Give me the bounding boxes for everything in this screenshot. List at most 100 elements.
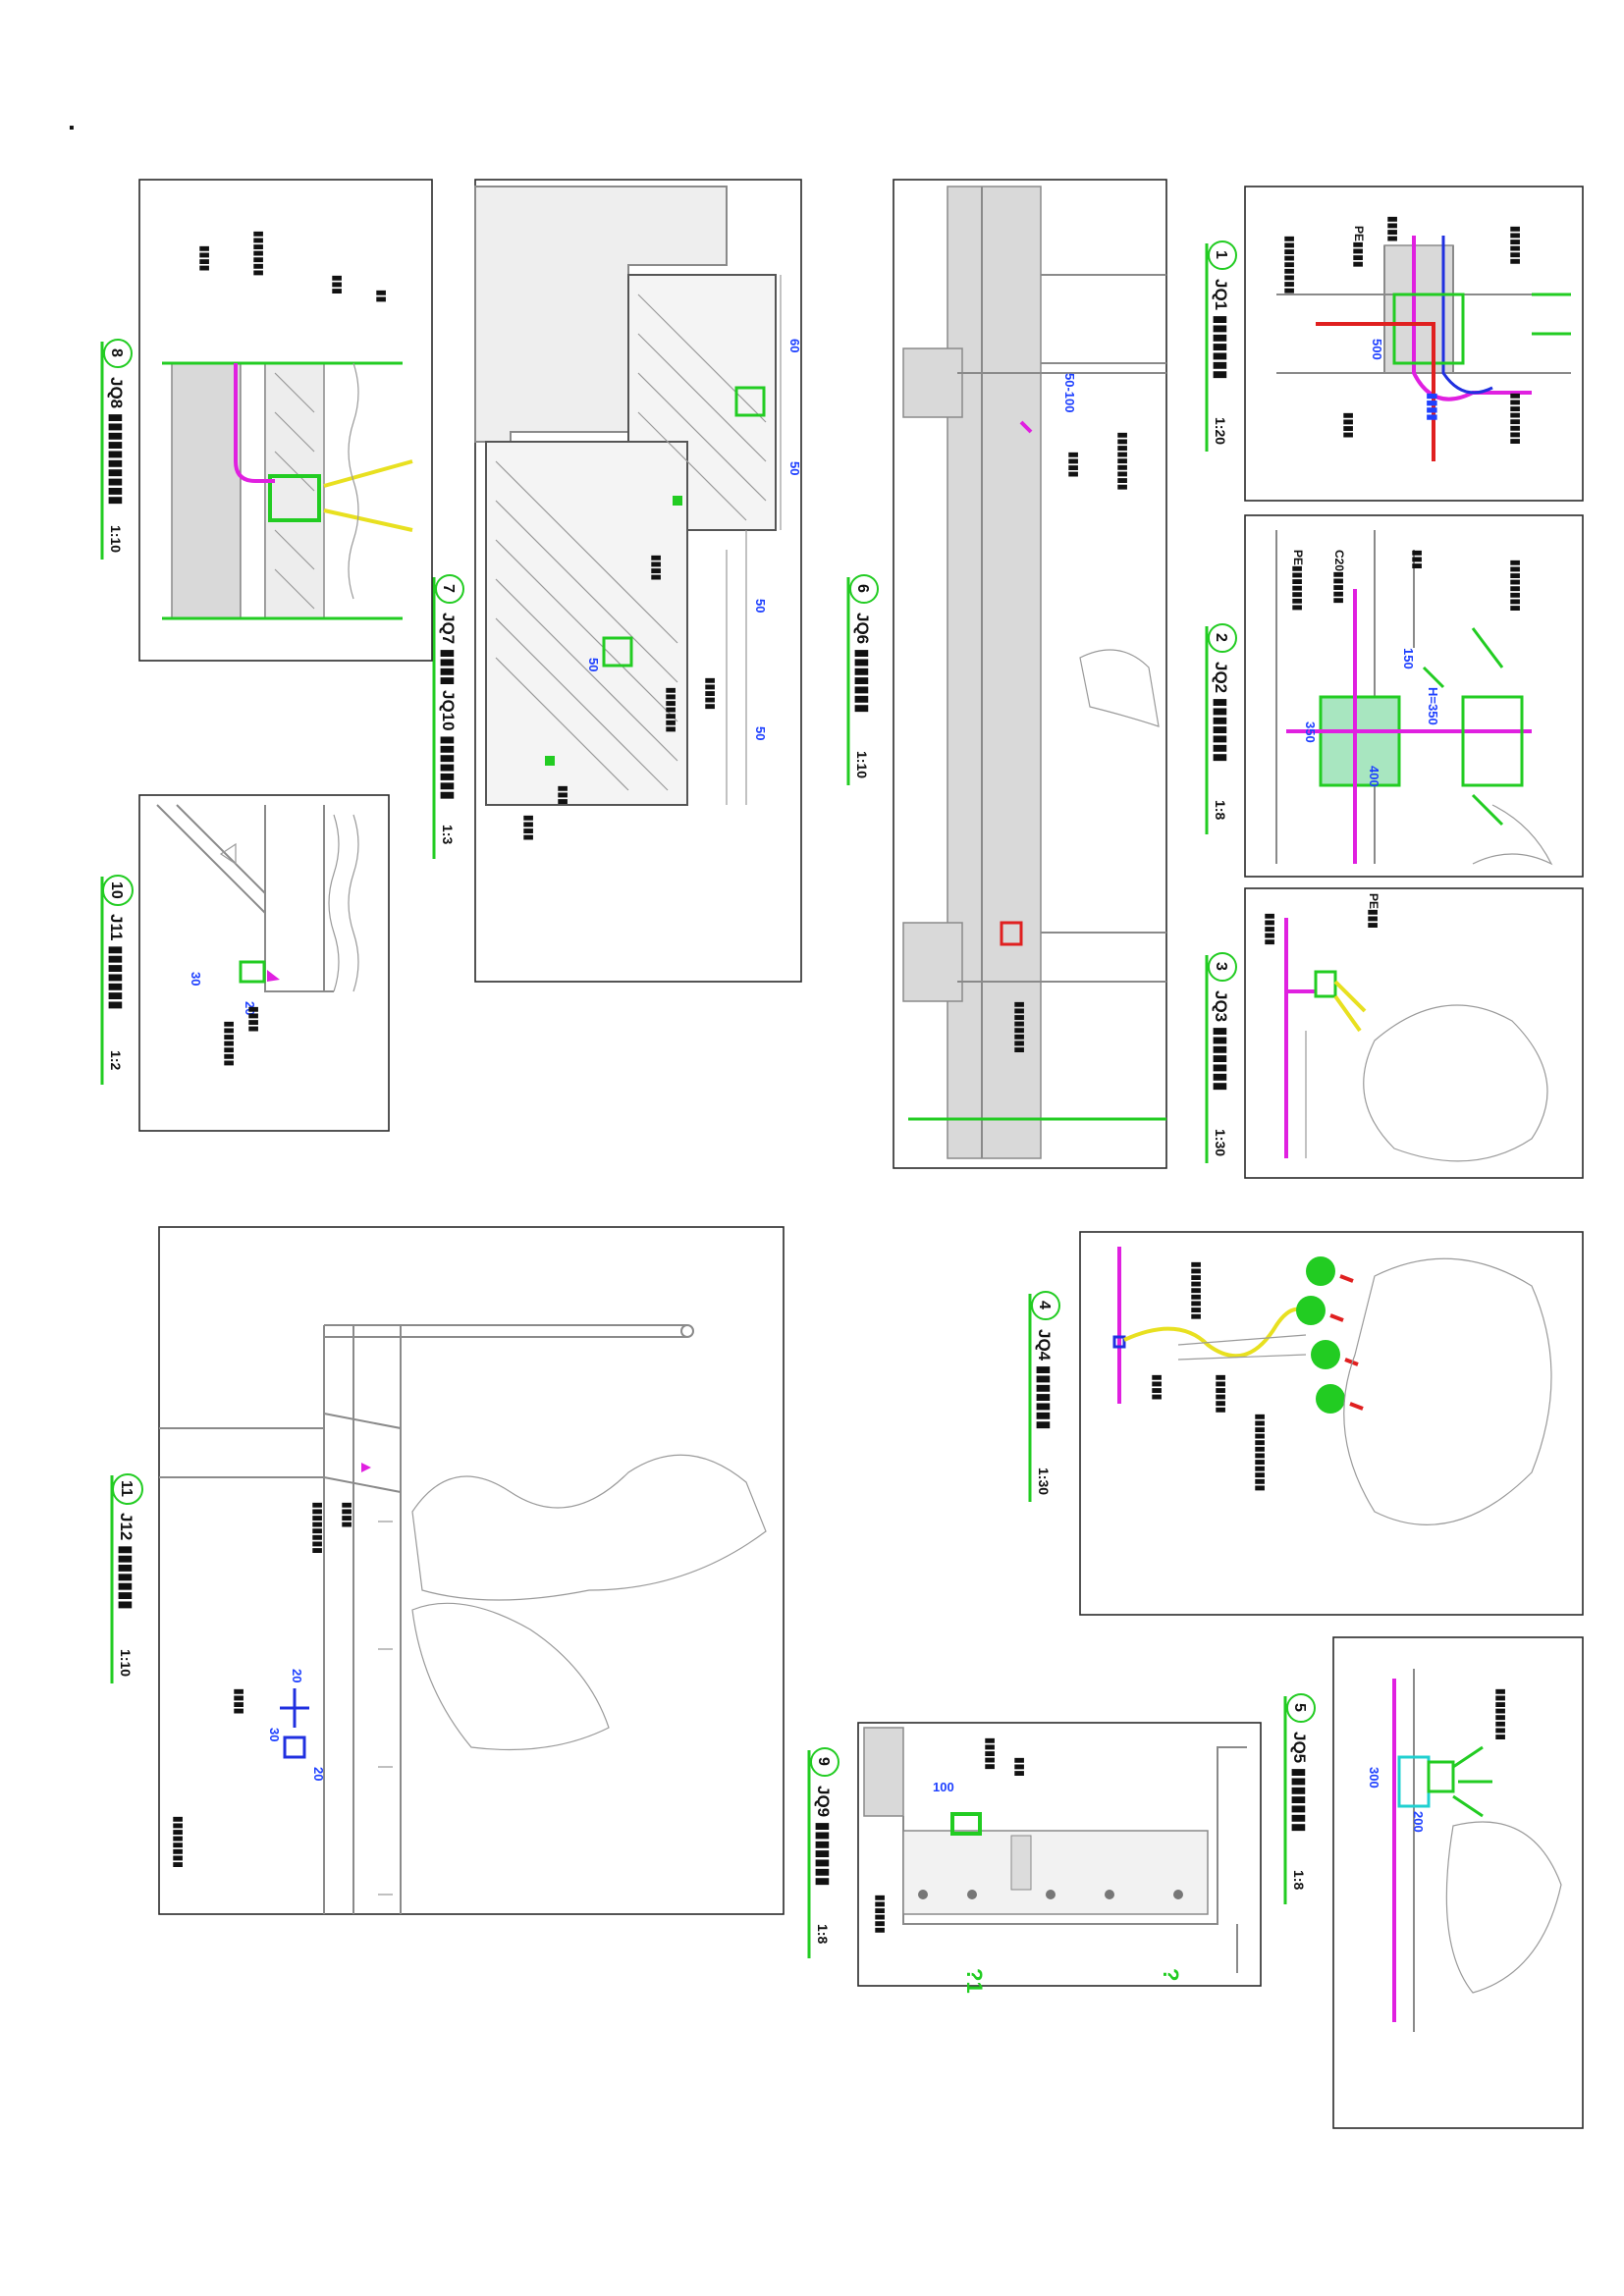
detail-11-dim-3: 20 [311,1767,326,1781]
detail-7-number-circle [435,574,464,604]
detail-5: 300 200 ▮▮▮▮▮▮▮▮ 5 JQ5 ▮▮▮▮▮▮▮ 1:8 [1283,1636,1584,2129]
detail-9-scale: 1:8 [815,1924,831,1944]
detail-2-label-1: PE▮▮▮▮▮▮▮ [1291,550,1305,611]
detail-10-title: J11 ▮▮▮▮▮▮▮ [107,914,126,1010]
detail-7-fixture-2 [602,636,633,667]
detail-8-label-4: ▮▮ [375,290,389,302]
detail-2-label-3: ▮▮▮ [1411,550,1425,569]
detail-8-wave [348,362,359,600]
detail-6-light-fitting [1000,921,1023,946]
detail-4-lamp-1 [1306,1256,1335,1286]
detail-6-title-block: 6 JQ6 ▮▮▮▮▮▮▮ 1:10 [846,574,879,785]
detail-9-bolt-3 [1046,1890,1056,1899]
detail-1-cable [1441,236,1493,395]
detail-3-frame [1244,887,1584,1179]
detail-11-figure-1 [411,1454,767,1601]
detail-4-light-string [1123,1307,1318,1359]
detail-1-dim-1: 500 [1370,339,1384,360]
detail-4-label-1: ▮▮▮▮▮▮▮▮▮ [1190,1261,1204,1319]
detail-11-number: 11 [118,1480,135,1497]
detail-1-label-1: ▮▮▮▮▮▮▮▮▮ [1283,236,1297,294]
detail-11-label-2: ▮▮▮▮ [341,1502,354,1527]
detail-9-label-1: ▮▮▮▮▮ [984,1737,998,1770]
detail-5-title: JQ5 ▮▮▮▮▮▮▮ [1290,1732,1309,1832]
detail-6-footing-bottom [902,922,963,1002]
detail-7-number: 7 [440,584,457,593]
detail-10-fixture [239,960,266,984]
detail-7-label-2: ▮▮▮▮▮ [704,677,718,710]
detail-8-scale: 1:10 [108,525,124,553]
detail-8-number-circle [103,339,133,368]
detail-11-dim-glyph [280,1688,309,1759]
detail-11-label-1: ▮▮▮▮▮▮▮▮ [311,1502,325,1554]
detail-6-scale: 1:10 [854,751,870,778]
detail-7-dim-3: 50 [753,599,768,613]
detail-1-dim-2: ▮▮▮▮ [1426,393,1440,421]
detail-2-title-block: 2 JQ2 ▮▮▮▮▮▮▮ 1:8 [1205,623,1237,834]
detail-10-title-block: 10 J11 ▮▮▮▮▮▮▮ 1:2 [100,875,134,1085]
detail-3-number: 3 [1213,962,1229,971]
detail-6-label-2: ▮▮▮▮ [1067,452,1081,477]
detail-5-frame [1332,1636,1584,2129]
detail-4-label-3: ▮▮▮▮▮▮▮▮▮▮▮▮ [1254,1414,1268,1491]
detail-2-title: JQ2 ▮▮▮▮▮▮▮ [1212,662,1230,762]
detail-1-label-6: ▮▮▮▮ [1342,412,1356,438]
detail-6-label-1: ▮▮▮▮▮▮▮▮▮ [1116,432,1130,490]
detail-6: 50-100 ▮▮▮▮▮▮▮▮▮ ▮▮▮▮ ▮▮▮▮▮▮▮▮ 6 JQ6 ▮▮▮… [846,179,1167,1169]
detail-7-fixture-3 [673,496,682,506]
detail-11-title-block: 11 J12 ▮▮▮▮▮▮▮ 1:10 [110,1473,143,1683]
detail-8-title: JQ8 ▮▮▮▮▮▮▮▮▮▮ [107,377,126,505]
detail-11-beam [323,1413,402,1494]
detail-1-number: 1 [1213,250,1229,259]
detail-11-dim-1: 20 [290,1669,304,1682]
detail-10-dim-1: 30 [189,972,203,986]
detail-10-label-2: ▮▮▮▮▮▮▮ [223,1021,237,1066]
detail-1-label-5: ▮▮▮▮▮▮▮▮ [1509,393,1523,445]
detail-7: 60 50 50 50 50 ▮▮▮▮ ▮▮▮▮▮ ▮▮▮▮▮▮▮ ▮▮▮▮ ▮… [432,179,802,983]
detail-5-label-1: ▮▮▮▮▮▮▮▮ [1494,1688,1508,1740]
detail-8: ▮▮▮▮ ▮▮▮▮▮▮▮ ▮▮▮ ▮▮ 8 JQ8 ▮▮▮▮▮▮▮▮▮▮ 1:1… [100,179,433,662]
detail-9-bracket [1010,1835,1032,1891]
detail-9-bolt-4 [1105,1890,1114,1899]
detail-1-label-3: ▮▮▮▮ [1386,216,1400,241]
detail-5-number: 5 [1291,1703,1308,1712]
detail-1-ticks [1532,293,1571,336]
detail-6-number-circle [849,574,879,604]
detail-8-structure [264,362,325,619]
detail-7-dim-5: 50 [586,658,601,671]
detail-4-lamp-marks [1329,1274,1364,1411]
detail-11-supports [378,1521,393,1896]
detail-6-lines [957,187,1166,1158]
detail-3-title: JQ3 ▮▮▮▮▮▮▮ [1212,990,1230,1091]
detail-10-lines [156,804,334,992]
detail-2-number-circle [1208,623,1237,653]
detail-1-label-4: ▮▮▮▮▮▮ [1509,226,1523,265]
detail-4-title: JQ4 ▮▮▮▮▮▮▮ [1035,1329,1054,1429]
detail-6-conduit [1019,420,1033,434]
detail-1-title-block: 1 JQ1 ▮▮▮▮▮▮▮ 1:20 [1205,240,1237,452]
detail-7-label-4: ▮▮▮▮ [522,815,536,840]
detail-7-label-3: ▮▮▮▮▮▮▮ [665,687,678,732]
detail-7-scale: 1:3 [440,825,456,844]
detail-9-title-block: 9 JQ9 ▮▮▮▮▮▮▮ 1:8 [807,1747,839,1958]
detail-2-label-2: C20▮▮▮▮▮ [1332,550,1346,604]
detail-11-anchor [680,1324,694,1338]
detail-2-number: 2 [1213,633,1229,642]
detail-5-lamp-head [1427,1760,1455,1793]
detail-2-rays [1422,627,1504,827]
detail-4-scale: 1:30 [1036,1468,1052,1495]
detail-1-number-circle [1208,240,1237,270]
detail-8-beam [323,459,413,532]
detail-4-frame [1079,1231,1584,1616]
detail-6-gravel-layer [947,186,1042,1159]
detail-7-fixture-1 [734,386,766,417]
detail-2-dim-4: 150 [1401,648,1416,669]
detail-2-scale: 1:8 [1213,800,1228,820]
detail-3-number-circle [1208,952,1237,982]
detail-7-title: JQ7 ▮▮▮▮ JQ10 ▮▮▮▮▮▮▮ [439,613,458,800]
detail-5-rays [1452,1745,1492,1818]
detail-7-dim-1: 60 [787,339,802,352]
detail-5-scale: 1:8 [1291,1870,1307,1890]
detail-3-beam [1333,980,1367,1033]
detail-2-conduit [1286,589,1532,864]
